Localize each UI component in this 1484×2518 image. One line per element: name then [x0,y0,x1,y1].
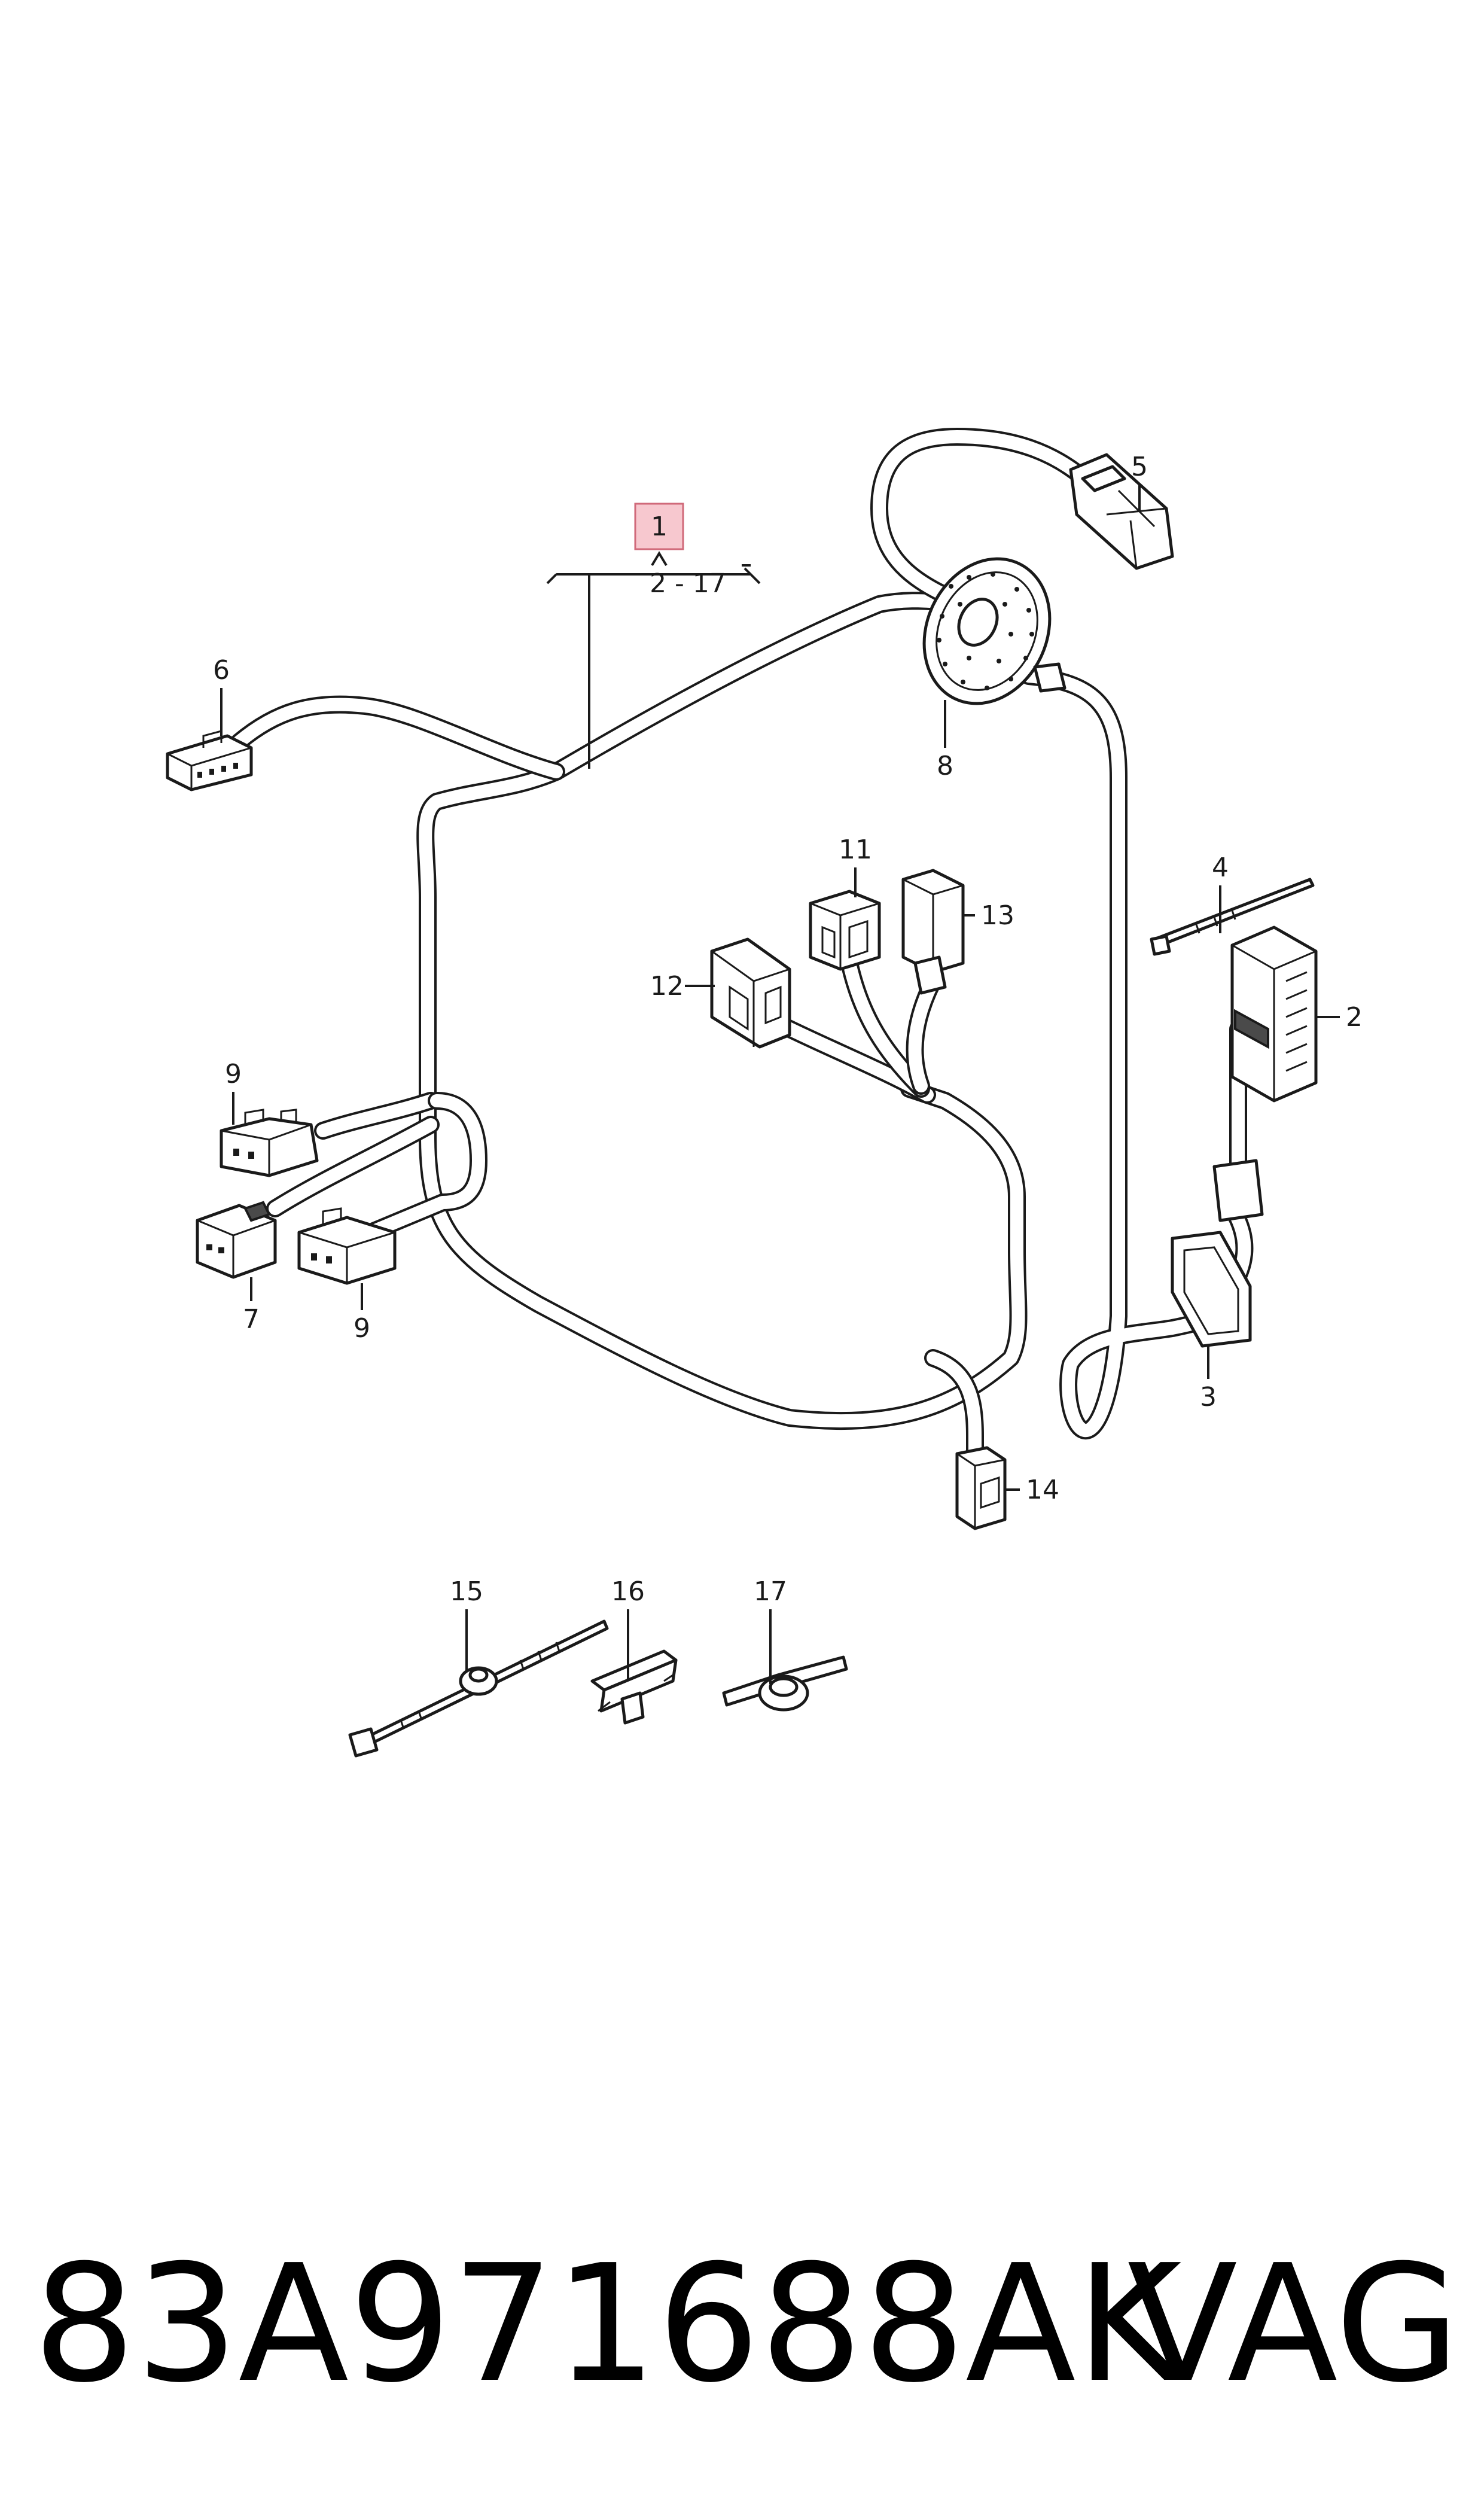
connector-part-2 [1230,925,1318,1103]
cable-tie-part-15 [348,1619,609,1758]
footer: 83A971688AK VAG [0,2225,1484,2429]
leader-lines [220,485,1340,1684]
callout-16: 16 [611,1576,645,1607]
clip-part-16 [590,1649,678,1725]
part-number: 83A971688AK [33,2230,1182,2418]
callout-8: 8 [937,751,953,781]
grommet-part-8 [922,557,1066,705]
callout-3: 3 [1200,1382,1217,1412]
callout-15: 15 [450,1576,483,1607]
callout-1: 1 [651,511,668,542]
callout-12: 12 [650,971,684,1001]
grommet-part-3 [1171,1159,1264,1348]
connector-part-11 [809,890,881,971]
callout-5: 5 [1131,452,1148,482]
connector-part-9-lower [297,1207,397,1285]
callout-9-upper: 9 [225,1059,242,1089]
callout-range: 2 - 17 [650,568,726,599]
harness-wire [230,428,1254,1463]
callout-9-lower: 9 [354,1313,370,1344]
connector-part-14 [955,1446,1007,1530]
callout-2: 2 [1346,1002,1363,1033]
callout-14: 14 [1026,1475,1059,1505]
clip-part-17 [722,1655,848,1712]
main-callout-highlight [634,503,684,550]
connector-part-5 [1069,453,1174,570]
brand-label: VAG [1127,2230,1460,2418]
connector-part-9-upper [220,1109,319,1177]
callout-11: 11 [839,835,872,865]
callout-labels: 1 2 - 17 2 3 4 5 6 7 8 9 9 11 12 13 14 1… [213,452,1363,1607]
connector-part-6 [166,730,253,791]
callout-13: 13 [981,900,1014,931]
callout-4: 4 [1212,852,1229,883]
callout-6: 6 [213,655,230,686]
cable-tie-part-4 [1150,878,1315,956]
connector-part-13 [901,869,965,995]
callout-17: 17 [754,1576,787,1607]
connector-part-12 [710,937,791,1049]
callout-7: 7 [243,1304,260,1335]
connector-part-7 [196,1201,277,1279]
